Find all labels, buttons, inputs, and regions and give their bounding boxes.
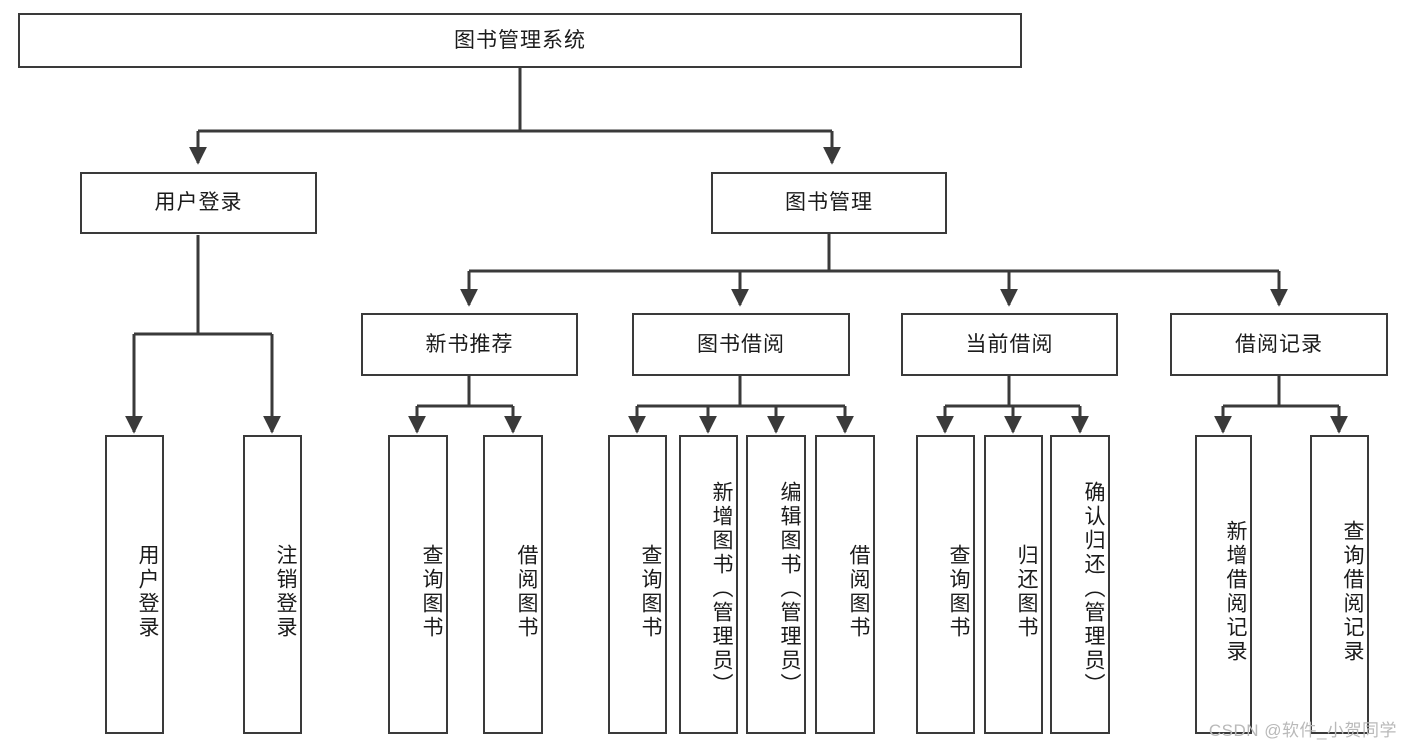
leaf-add-book-label: 新增图书（管理员） (710, 480, 733, 697)
leaf-edit-book-label: 编辑图书（管理员） (778, 480, 801, 697)
node-new-book-rec[interactable]: 新书推荐 (361, 313, 578, 376)
node-current-borrow[interactable]: 当前借阅 (901, 313, 1118, 376)
leaf-query-book-1[interactable]: 查询图书 (388, 435, 448, 734)
leaf-confirm-return[interactable]: 确认归还（管理员） (1050, 435, 1110, 734)
leaf-logout-login[interactable]: 注销登录 (243, 435, 302, 734)
node-current-borrow-label: 当前借阅 (965, 332, 1054, 356)
leaf-user-login[interactable]: 用户登录 (105, 435, 164, 734)
leaf-logout-login-label: 注销登录 (274, 543, 297, 640)
leaf-edit-book[interactable]: 编辑图书（管理员） (746, 435, 806, 734)
leaf-query-book-2[interactable]: 查询图书 (608, 435, 667, 734)
node-book-manage[interactable]: 图书管理 (711, 172, 947, 234)
leaf-query-book-3[interactable]: 查询图书 (916, 435, 975, 734)
leaf-borrow-book-2-label: 借阅图书 (847, 543, 870, 640)
leaf-borrow-book-2[interactable]: 借阅图书 (815, 435, 875, 734)
node-borrow-record-label: 借阅记录 (1235, 332, 1323, 356)
node-user-login[interactable]: 用户登录 (80, 172, 317, 234)
leaf-query-record-label: 查询借阅记录 (1341, 519, 1364, 664)
leaf-add-record-label: 新增借阅记录 (1224, 519, 1247, 664)
node-new-book-rec-label: 新书推荐 (425, 332, 514, 356)
leaf-borrow-book-1[interactable]: 借阅图书 (483, 435, 543, 734)
leaf-query-book-3-label: 查询图书 (947, 543, 970, 640)
node-book-manage-label: 图书管理 (785, 191, 873, 215)
leaf-return-book[interactable]: 归还图书 (984, 435, 1043, 734)
leaf-add-book[interactable]: 新增图书（管理员） (679, 435, 738, 734)
watermark-text: CSDN @软件_小贺同学 (1208, 721, 1397, 740)
leaf-query-book-1-label: 查询图书 (420, 543, 443, 640)
leaf-user-login-label: 用户登录 (136, 543, 159, 640)
leaf-query-book-2-label: 查询图书 (639, 543, 662, 640)
leaf-add-record[interactable]: 新增借阅记录 (1195, 435, 1252, 734)
leaf-return-book-label: 归还图书 (1015, 543, 1038, 640)
node-book-borrow-label: 图书借阅 (697, 332, 785, 356)
node-book-borrow[interactable]: 图书借阅 (632, 313, 850, 376)
node-borrow-record[interactable]: 借阅记录 (1170, 313, 1388, 376)
node-user-login-label: 用户登录 (154, 191, 243, 215)
leaf-borrow-book-1-label: 借阅图书 (515, 543, 538, 640)
leaf-confirm-return-label: 确认归还（管理员） (1082, 480, 1105, 697)
leaf-query-record[interactable]: 查询借阅记录 (1310, 435, 1369, 734)
node-root-label: 图书管理系统 (454, 28, 586, 52)
node-root[interactable]: 图书管理系统 (18, 13, 1022, 68)
